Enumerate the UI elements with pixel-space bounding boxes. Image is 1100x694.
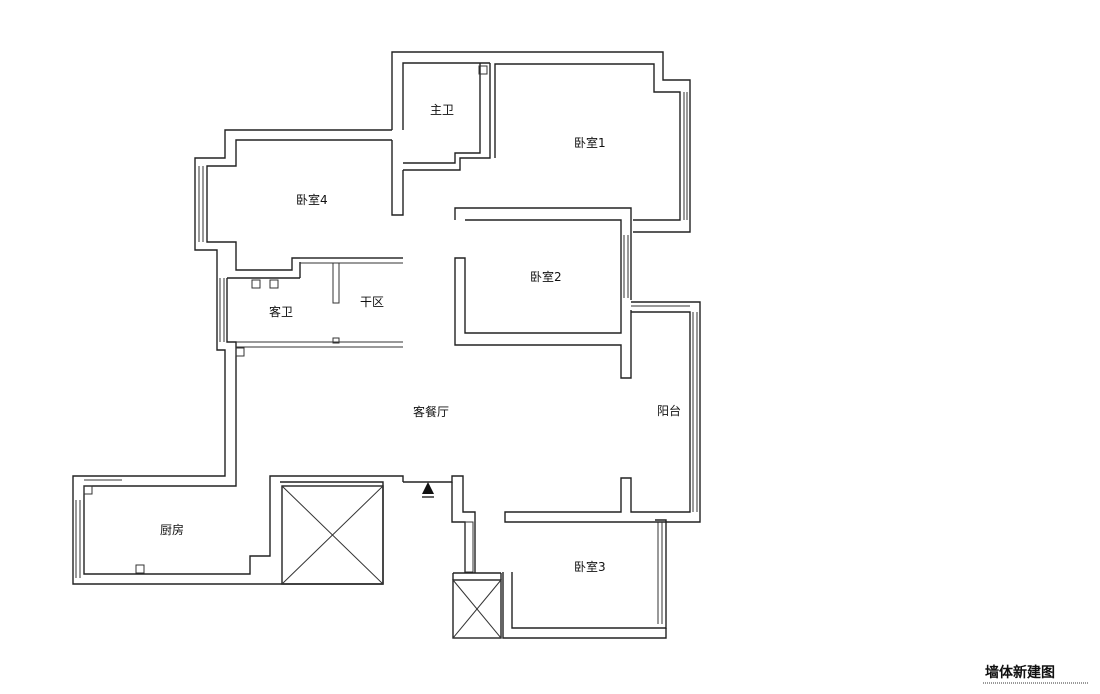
label-guest-bath: 客卫 [269, 304, 293, 319]
bedroom4-walls [194, 129, 404, 271]
balcony-walls [504, 301, 701, 523]
shaft-left [281, 485, 384, 585]
shaft-right [452, 572, 502, 639]
label-bedroom4: 卧室4 [296, 192, 328, 207]
entrance-arrow [422, 482, 434, 498]
label-bedroom2: 卧室2 [530, 269, 562, 284]
kitchen-walls [72, 475, 404, 585]
label-kitchen: 厨房 [160, 522, 184, 537]
label-bedroom1: 卧室1 [574, 135, 606, 150]
guest-bath-walls [122, 257, 403, 487]
label-dry-area: 干区 [360, 295, 384, 309]
bedroom3-walls [403, 475, 667, 639]
label-bedroom3: 卧室3 [574, 559, 606, 574]
label-living-dining: 客餐厅 [413, 404, 449, 419]
master-bath-walls [391, 51, 691, 233]
label-master-bath: 主卫 [430, 103, 454, 117]
label-balcony: 阳台 [657, 403, 681, 418]
bedroom2-walls [454, 207, 632, 379]
bedroom1-walls [494, 63, 688, 221]
drawing-title: 墙体新建图 [985, 664, 1055, 681]
